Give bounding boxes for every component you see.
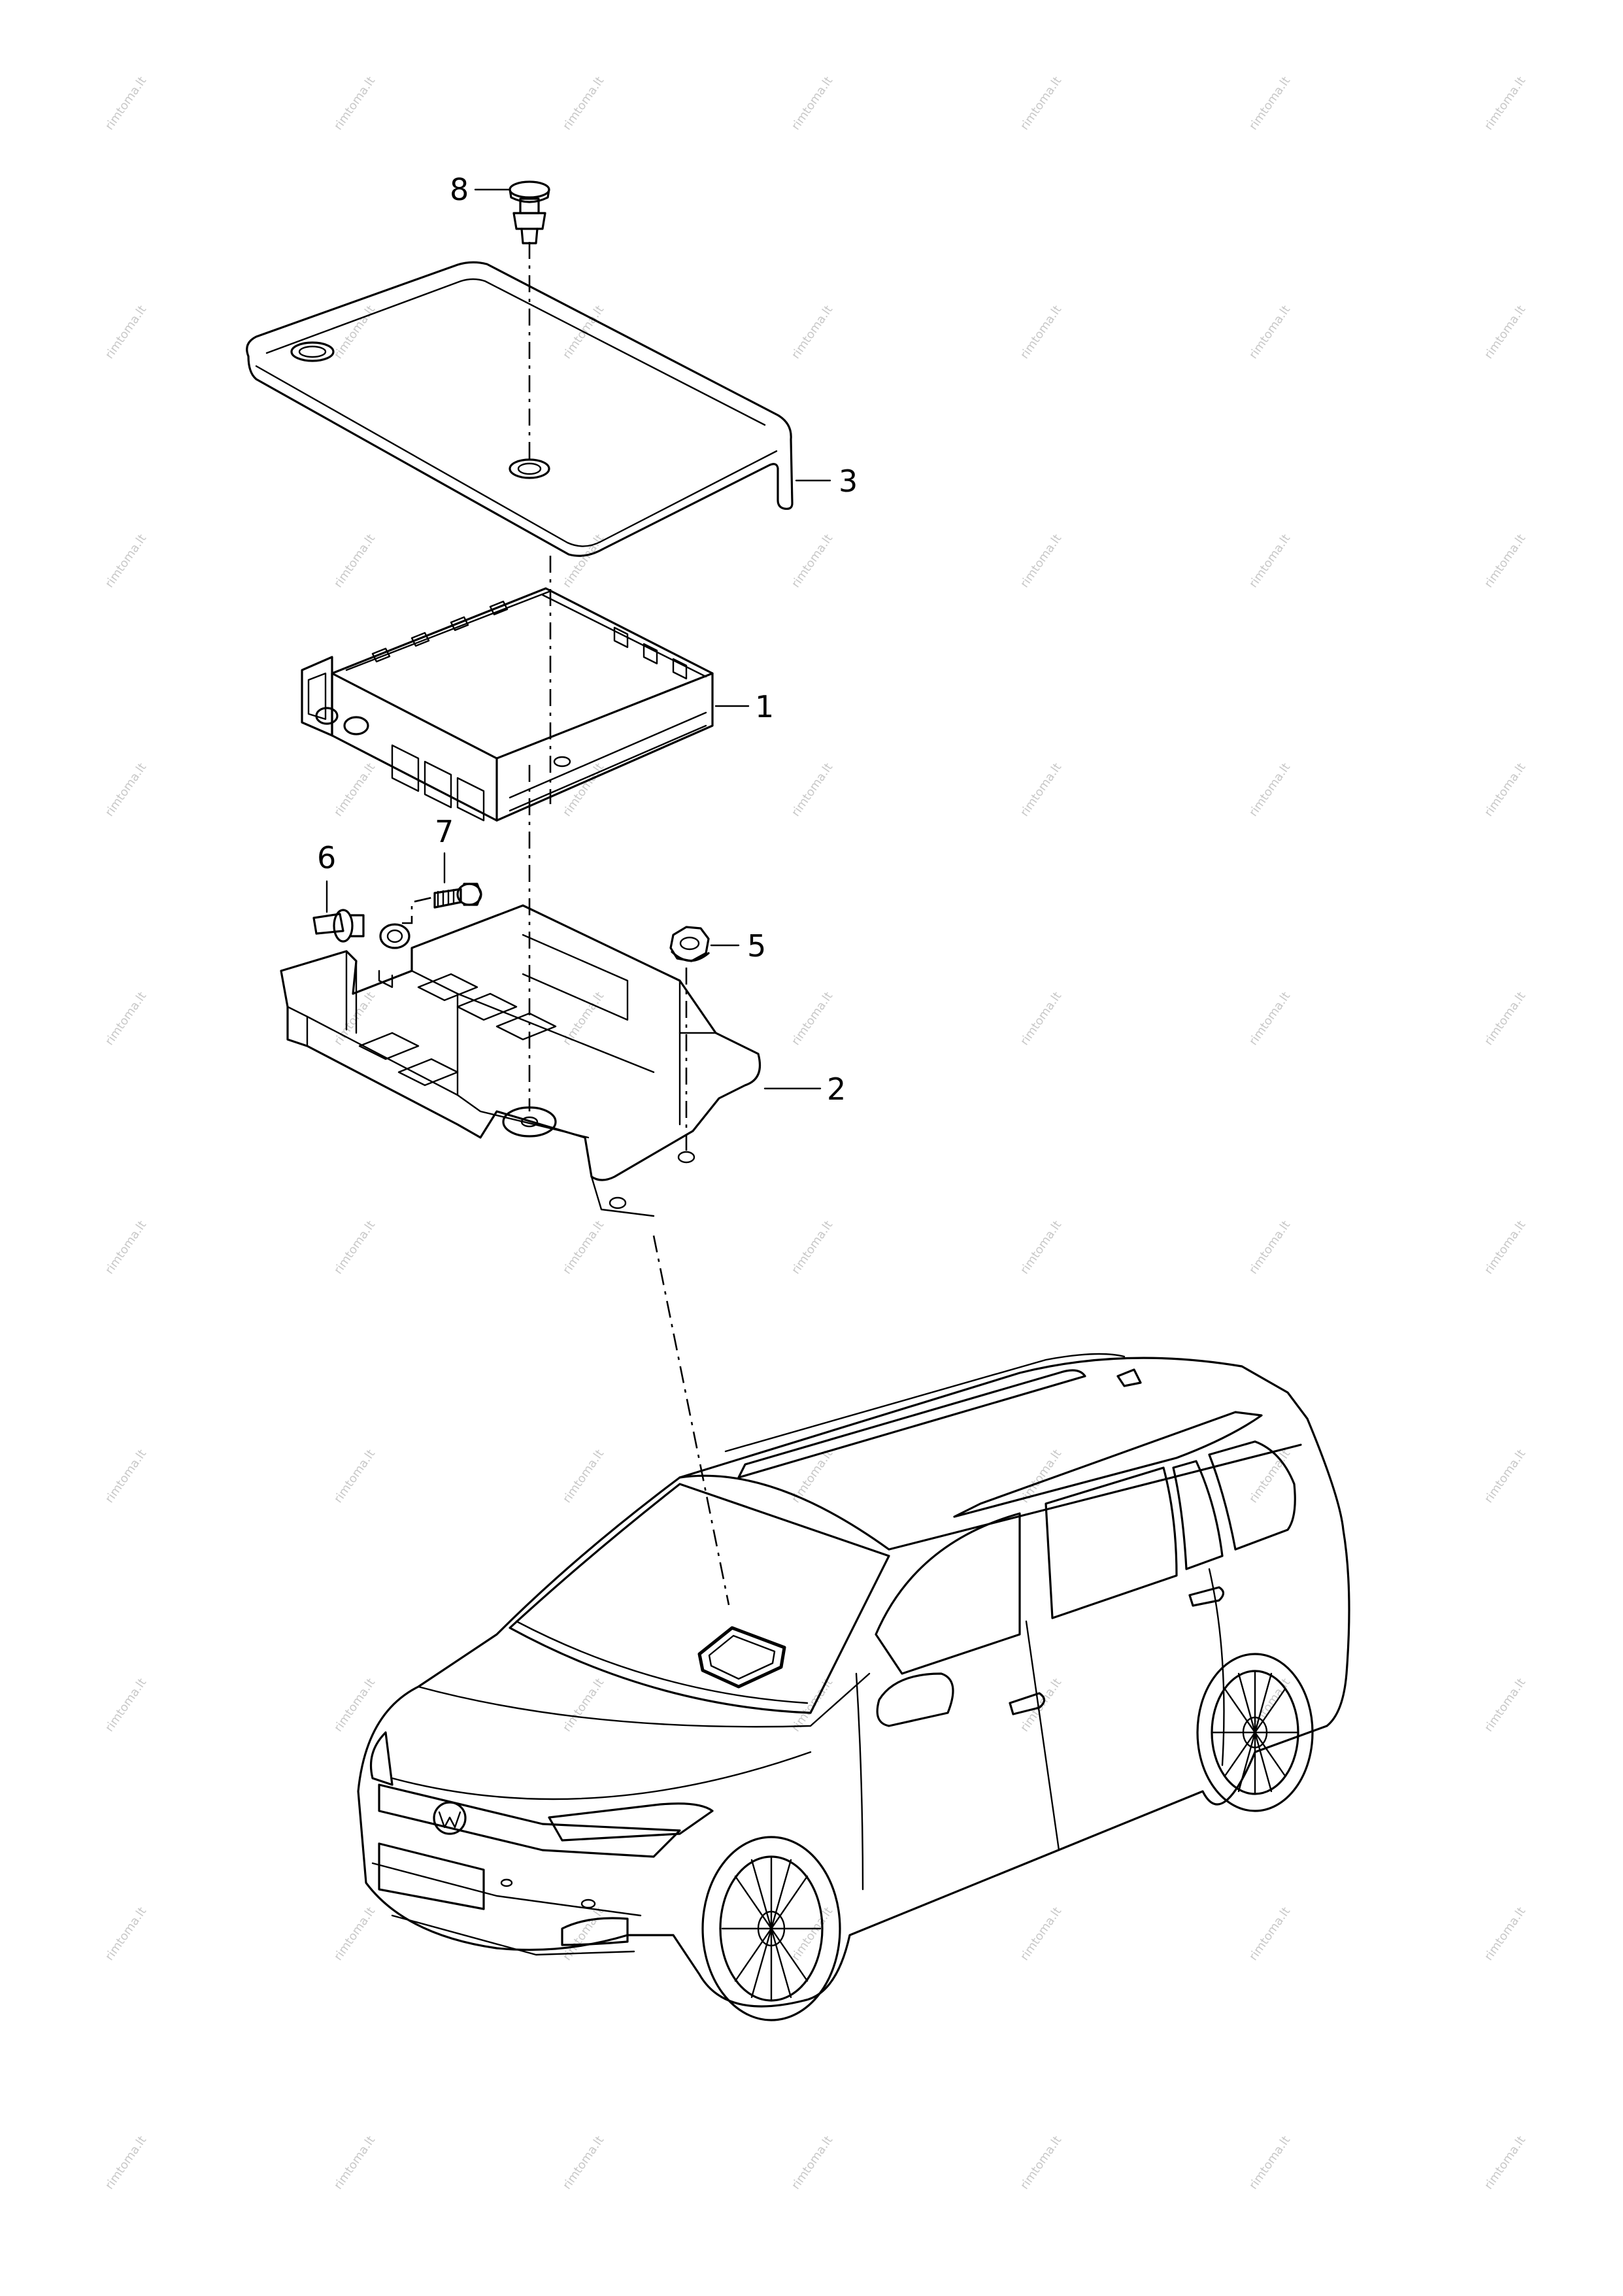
watermark-text: rimtoma.lt — [560, 990, 607, 1048]
watermark-text: rimtoma.lt — [331, 303, 378, 362]
watermark-text: rimtoma.lt — [1018, 990, 1064, 1048]
watermark-text: rimtoma.lt — [560, 75, 607, 133]
watermark-text: rimtoma.lt — [789, 2134, 835, 2192]
watermark-text: rimtoma.lt — [1018, 75, 1064, 133]
watermark-text: rimtoma.lt — [1482, 1447, 1528, 1506]
watermark-text: rimtoma.lt — [1247, 1219, 1293, 1277]
part-6-stud — [312, 909, 410, 949]
watermark-text: rimtoma.lt — [560, 1447, 607, 1506]
watermark-text: rimtoma.lt — [789, 1905, 835, 1963]
watermark-layer: rimtoma.lt rimtoma.lt rimtoma.lt rimtoma.lt… — [103, 75, 1528, 2192]
watermark-text: rimtoma.lt — [1018, 1905, 1064, 1963]
watermark-text: rimtoma.lt — [103, 75, 149, 133]
watermark-text: rimtoma.lt — [1247, 1905, 1293, 1963]
watermark-text: rimtoma.lt — [789, 1219, 835, 1277]
watermark-text: rimtoma.lt — [331, 990, 378, 1048]
watermark-text: rimtoma.lt — [331, 1905, 378, 1963]
watermark-text: rimtoma.lt — [1482, 1905, 1528, 1963]
watermark-text: rimtoma.lt — [560, 2134, 607, 2192]
watermark-text: rimtoma.lt — [1482, 1219, 1528, 1277]
part-3-cover — [246, 261, 794, 557]
watermark-text: rimtoma.lt — [103, 1676, 149, 1734]
watermark-text: rimtoma.lt — [560, 1676, 607, 1734]
watermark-text: rimtoma.lt — [103, 761, 149, 819]
watermark-text: rimtoma.lt — [331, 75, 378, 133]
watermark-text: rimtoma.lt — [1018, 532, 1064, 590]
watermark-text: rimtoma.lt — [1018, 761, 1064, 819]
watermark-text: rimtoma.lt — [103, 990, 149, 1048]
watermark-text: rimtoma.lt — [1247, 303, 1293, 362]
part-7-bolt — [433, 883, 482, 909]
watermark-text: rimtoma.lt — [331, 1447, 378, 1506]
part-1-control-unit — [301, 587, 714, 822]
watermark-text: rimtoma.lt — [331, 2134, 378, 2192]
watermark-text: rimtoma.lt — [1018, 2134, 1064, 2192]
watermark-text: rimtoma.lt — [1482, 1676, 1528, 1734]
watermark-text: rimtoma.lt — [1482, 761, 1528, 819]
watermark-text: rimtoma.lt — [1247, 990, 1293, 1048]
watermark-text: rimtoma.lt — [103, 1905, 149, 1963]
watermark-text: rimtoma.lt — [103, 1219, 149, 1277]
watermark-text: rimtoma.lt — [331, 1676, 378, 1734]
watermark-text: rimtoma.lt — [1482, 990, 1528, 1048]
part-8-clip — [509, 180, 550, 245]
watermark-text: rimtoma.lt — [789, 761, 835, 819]
callout-1: 1 — [755, 689, 774, 724]
watermark-text: rimtoma.lt — [1482, 303, 1528, 362]
watermark-text: rimtoma.lt — [103, 303, 149, 362]
vehicle-mpv — [357, 1353, 1350, 2021]
watermark-text: rimtoma.lt — [789, 990, 835, 1048]
watermark-text: rimtoma.lt — [789, 532, 835, 590]
watermark-text: rimtoma.lt — [1247, 761, 1293, 819]
watermark-text: rimtoma.lt — [1018, 1219, 1064, 1277]
watermark-text: rimtoma.lt — [103, 2134, 149, 2192]
watermark-text: rimtoma.lt — [103, 1447, 149, 1506]
leader-lines — [326, 188, 831, 1090]
callout-5: 5 — [747, 928, 766, 964]
part-2-bracket — [280, 904, 761, 1217]
callout-6: 6 — [317, 840, 336, 875]
callout-3: 3 — [839, 464, 858, 499]
watermark-text: rimtoma.lt — [1247, 532, 1293, 590]
part-5-nut — [669, 926, 710, 962]
watermark-text: rimtoma.lt — [789, 75, 835, 133]
watermark-text: rimtoma.lt — [1247, 2134, 1293, 2192]
callout-8: 8 — [450, 172, 469, 207]
watermark-text: rimtoma.lt — [331, 532, 378, 590]
watermark-text: rimtoma.lt — [331, 761, 378, 819]
watermark-text: rimtoma.lt — [560, 532, 607, 590]
watermark-text: rimtoma.lt — [1482, 2134, 1528, 2192]
watermark-text: rimtoma.lt — [331, 1219, 378, 1277]
watermark-text: rimtoma.lt — [103, 532, 149, 590]
watermark-text: rimtoma.lt — [1247, 75, 1293, 133]
callout-2: 2 — [827, 1072, 846, 1107]
watermark-text: rimtoma.lt — [1482, 532, 1528, 590]
assembly-lines — [402, 242, 730, 1606]
watermark-text: rimtoma.lt — [789, 303, 835, 362]
watermark-text: rimtoma.lt — [1482, 75, 1528, 133]
watermark-text: rimtoma.lt — [560, 1219, 607, 1277]
callouts: 8 3 1 5 2 6 7 — [317, 172, 858, 1107]
watermark-text: rimtoma.lt — [1018, 303, 1064, 362]
callout-7: 7 — [435, 814, 454, 849]
